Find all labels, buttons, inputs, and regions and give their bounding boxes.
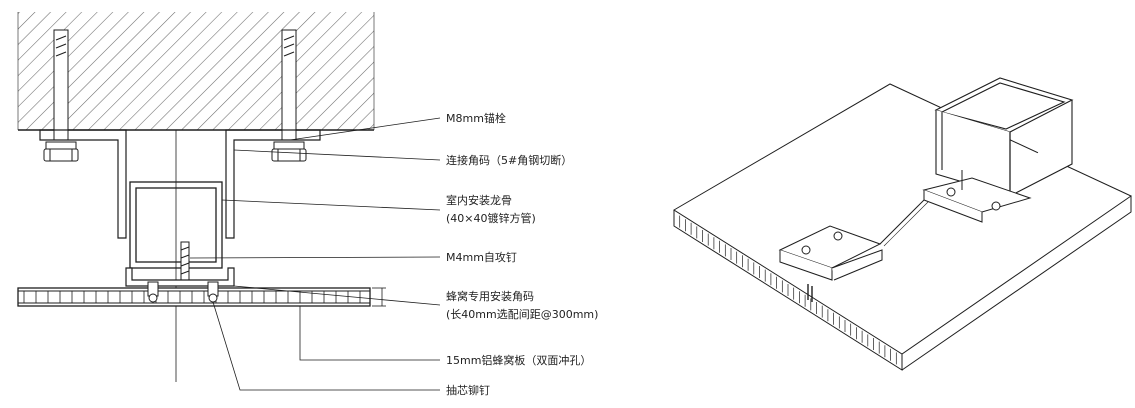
callouts: M8mm锚栓 连接角码（5#角钢切断） 室内安装龙骨 (40×40镀锌方管) M… bbox=[446, 111, 598, 397]
anchor-bolt-left bbox=[43, 29, 79, 162]
callout-keel-line1: 室内安装龙骨 bbox=[446, 193, 512, 207]
callout-honeycomb-angle-line2: (长40mm选配间距@300mm) bbox=[446, 308, 598, 321]
mounting-angle-panel bbox=[778, 225, 883, 281]
section-view: M8mm锚栓 连接角码（5#角钢切断） 室内安装龙骨 (40×40镀锌方管) M… bbox=[17, 12, 598, 397]
honeycomb-panel-section bbox=[17, 287, 386, 307]
callout-honeycomb-angle-line1: 蜂窝专用安装角码 bbox=[446, 289, 534, 303]
callout-connector-angle: 连接角码（5#角钢切断） bbox=[446, 153, 572, 167]
callout-keel-line2: (40×40镀锌方管) bbox=[446, 211, 536, 225]
mounting-angle-keel bbox=[922, 170, 1032, 223]
connection-rod bbox=[879, 199, 925, 245]
callout-anchor-bolt: M8mm锚栓 bbox=[446, 111, 506, 125]
tapping-screw bbox=[180, 241, 190, 283]
callout-rivet: 抽芯铆钉 bbox=[446, 383, 490, 397]
anchor-bolt-right bbox=[271, 29, 307, 162]
isometric-view bbox=[673, 77, 1133, 371]
callout-tapping-screw: M4mm自攻钉 bbox=[446, 250, 517, 264]
callout-panel: 15mm铝蜂窝板（双面冲孔） bbox=[446, 353, 591, 367]
leader-lines bbox=[189, 117, 441, 391]
honeycomb-panel-iso bbox=[673, 83, 1133, 371]
square-tube-keel-iso bbox=[934, 77, 1074, 197]
connector-angle bbox=[39, 129, 321, 239]
concrete-slab bbox=[17, 12, 375, 131]
